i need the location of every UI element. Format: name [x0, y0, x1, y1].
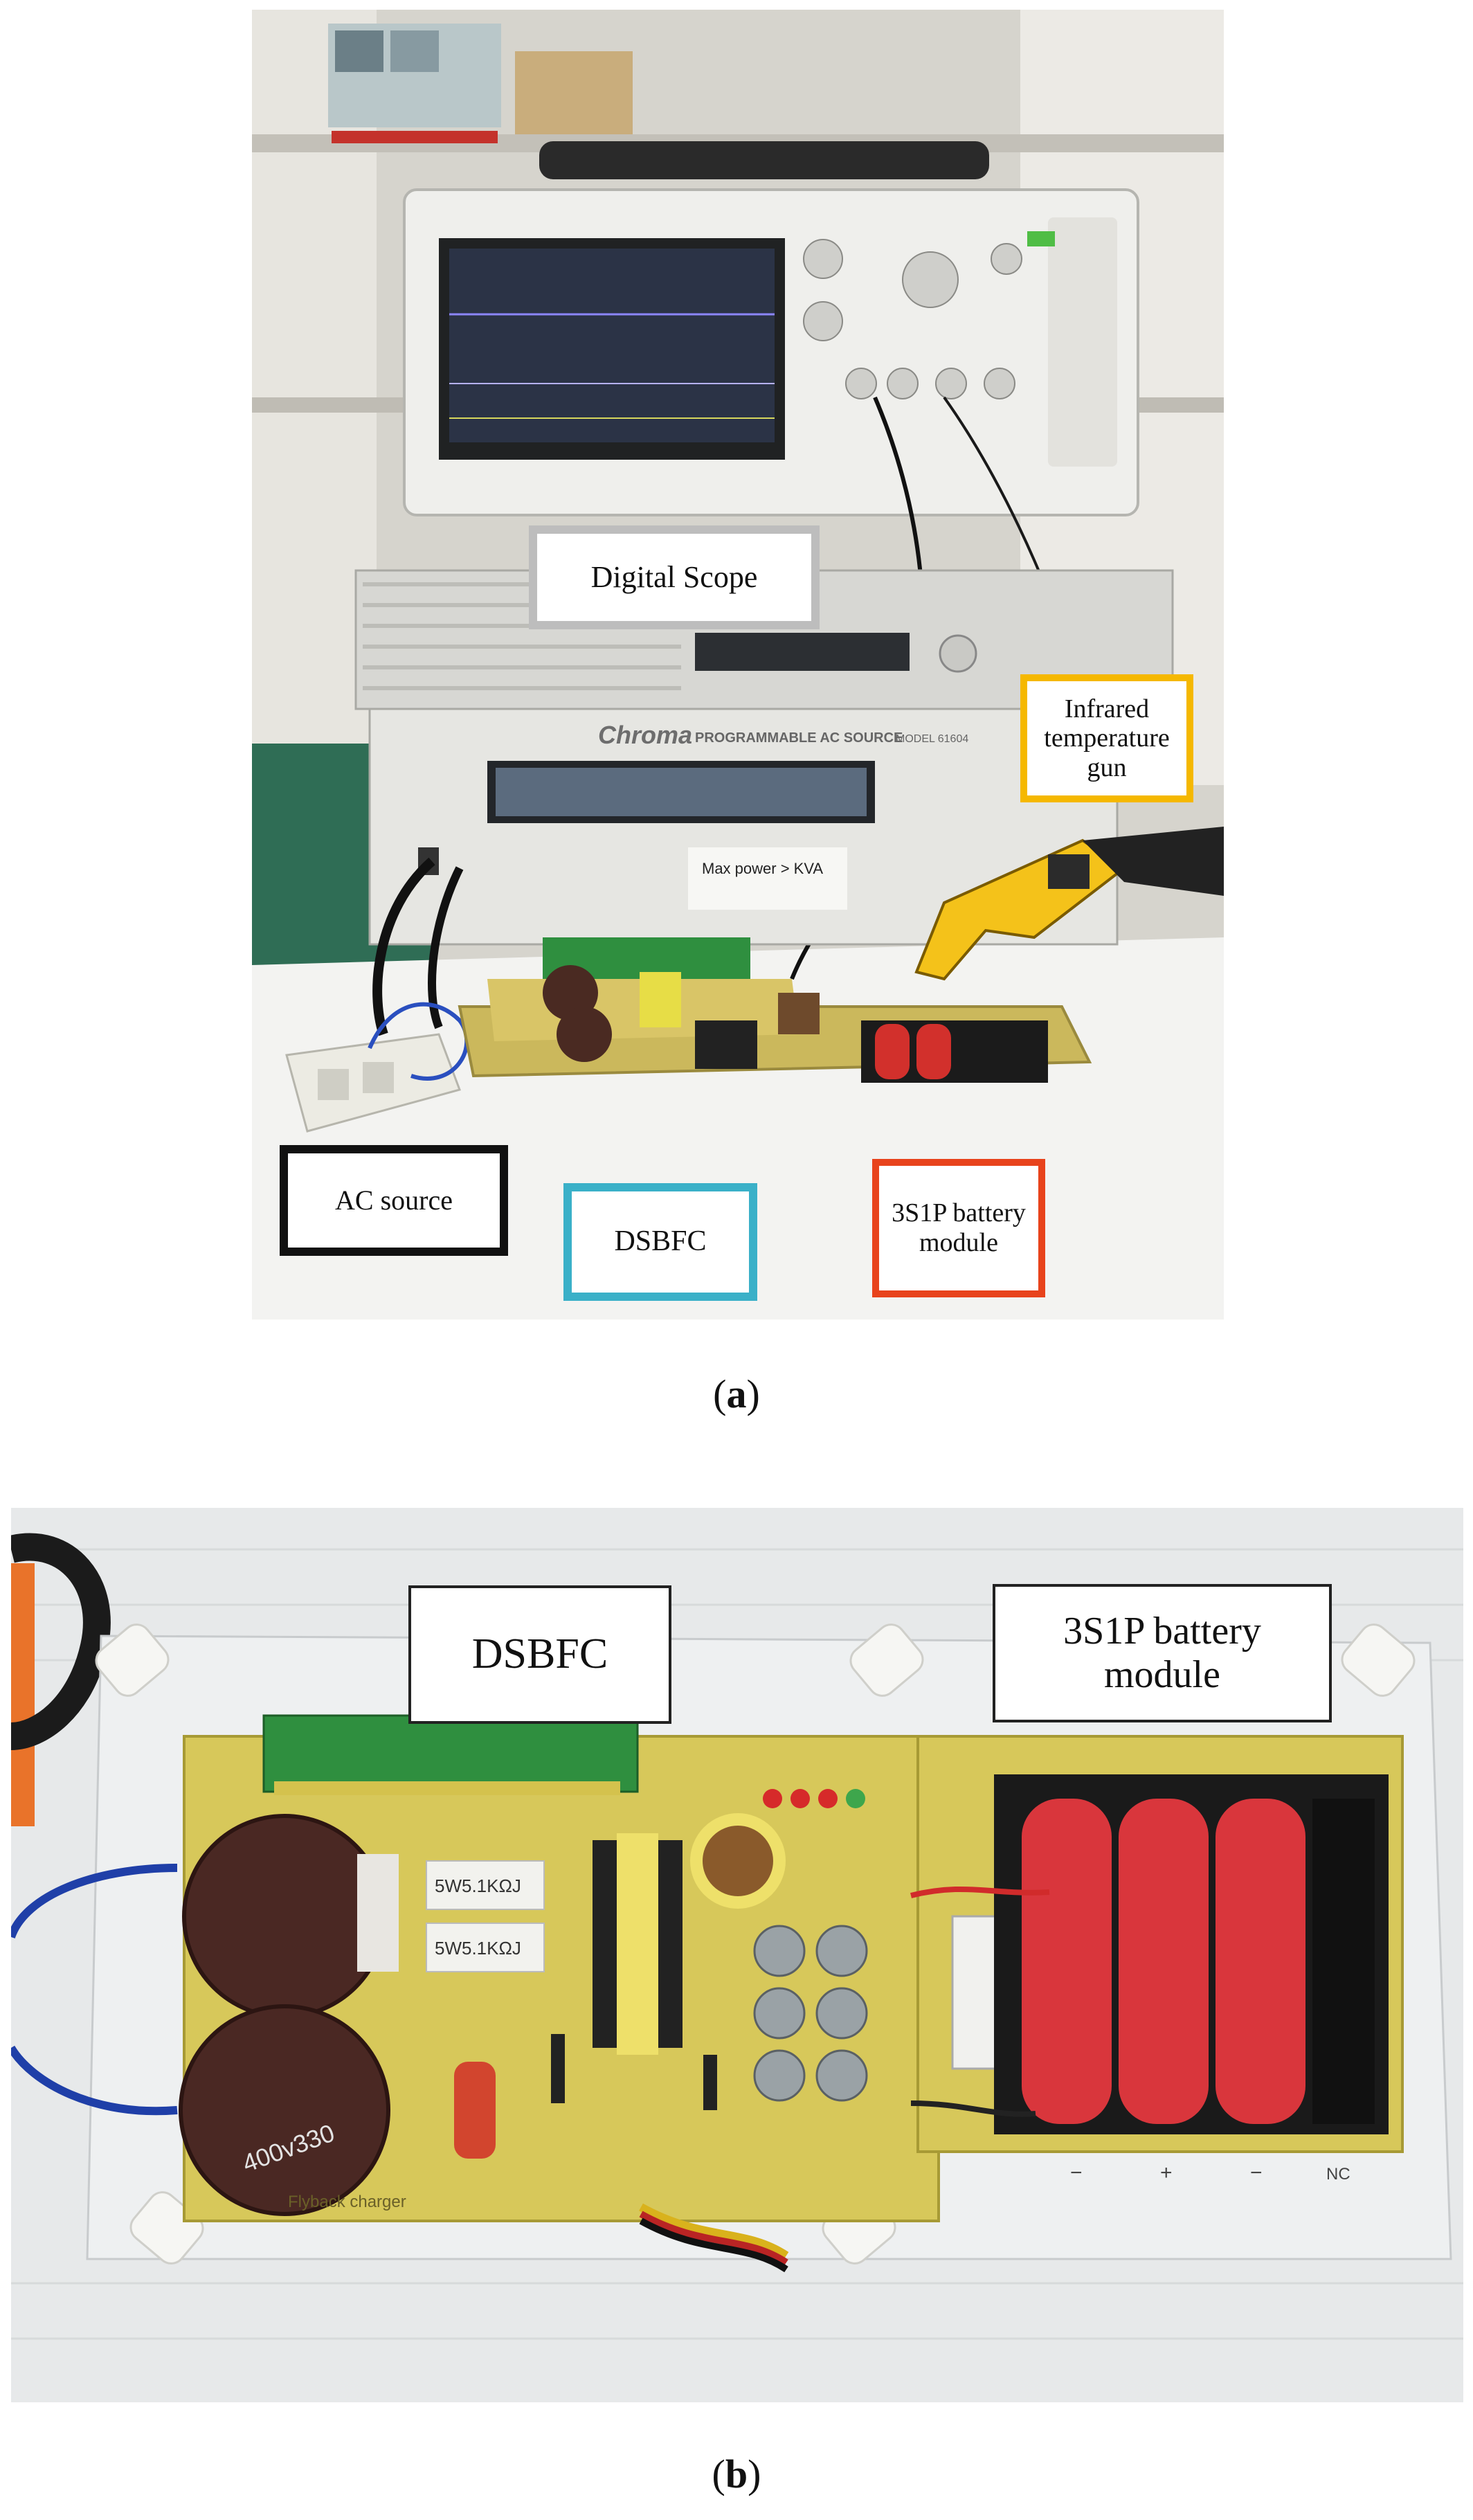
chroma-brand-text: Chroma: [598, 721, 692, 749]
holder-mark-nc: NC: [1326, 2165, 1350, 2184]
label-dsbfc-a: DSBFC: [563, 1183, 757, 1301]
caption-b-letter: b: [725, 2451, 748, 2496]
caption-a-open: (: [713, 1371, 727, 1416]
holder-mark-plus: +: [1160, 2161, 1173, 2184]
label-dsbfc-b: DSBFC: [408, 1585, 671, 1724]
max-power-note: Max power > KVA: [702, 860, 823, 877]
caption-b-close: ): [748, 2451, 761, 2496]
resistor-1-label: 5W5.1KΩJ: [435, 1875, 521, 1896]
ac-source-model-no-text: MODEL 61604: [896, 733, 968, 745]
caption-a-close: ): [746, 1371, 760, 1416]
holder-mark-minus-2: −: [1250, 2161, 1263, 2184]
label-dsbfc-b-text: DSBFC: [471, 1630, 608, 1678]
caption-b-open: (: [712, 2451, 725, 2496]
caption-a: (a): [667, 1371, 806, 1417]
label-battery-module-a: 3S1P battery module: [872, 1159, 1045, 1297]
caption-a-letter: a: [726, 1371, 747, 1416]
label-battery-module-b-text: 3S1P battery module: [1063, 1610, 1261, 1696]
label-digital-scope-text: Digital Scope: [590, 560, 758, 595]
ac-source-model-text: PROGRAMMABLE AC SOURCE: [695, 730, 903, 746]
label-ac-source: AC source: [280, 1145, 508, 1256]
photo-board-top-view: 400v330 5W5.1KΩJ 5W5.1KΩJ − + − NC: [11, 1508, 1463, 2402]
board-name-silkscreen: Flyback charger: [288, 2193, 406, 2211]
label-ac-source-text: AC source: [335, 1184, 453, 1216]
test-bench-illustration: Chroma PROGRAMMABLE AC SOURCE MODEL 6160…: [252, 10, 1224, 1320]
label-infrared-gun: Infrared temperature gun: [1020, 674, 1193, 802]
label-digital-scope: Digital Scope: [529, 525, 820, 629]
label-battery-module-b: 3S1P battery module: [993, 1584, 1332, 1722]
label-dsbfc-a-text: DSBFC: [614, 1225, 707, 1258]
label-infrared-gun-text: Infrared temperature gun: [1044, 694, 1170, 782]
label-battery-module-a-text: 3S1P battery module: [892, 1198, 1026, 1257]
photo-test-bench: Chroma PROGRAMMABLE AC SOURCE MODEL 6160…: [252, 10, 1224, 1320]
resistor-2-label: 5W5.1KΩJ: [435, 1938, 521, 1959]
board-top-view-illustration: 400v330 5W5.1KΩJ 5W5.1KΩJ − + − NC: [11, 1508, 1463, 2402]
caption-b: (b): [667, 2451, 806, 2497]
holder-mark-minus-1: −: [1070, 2161, 1083, 2184]
